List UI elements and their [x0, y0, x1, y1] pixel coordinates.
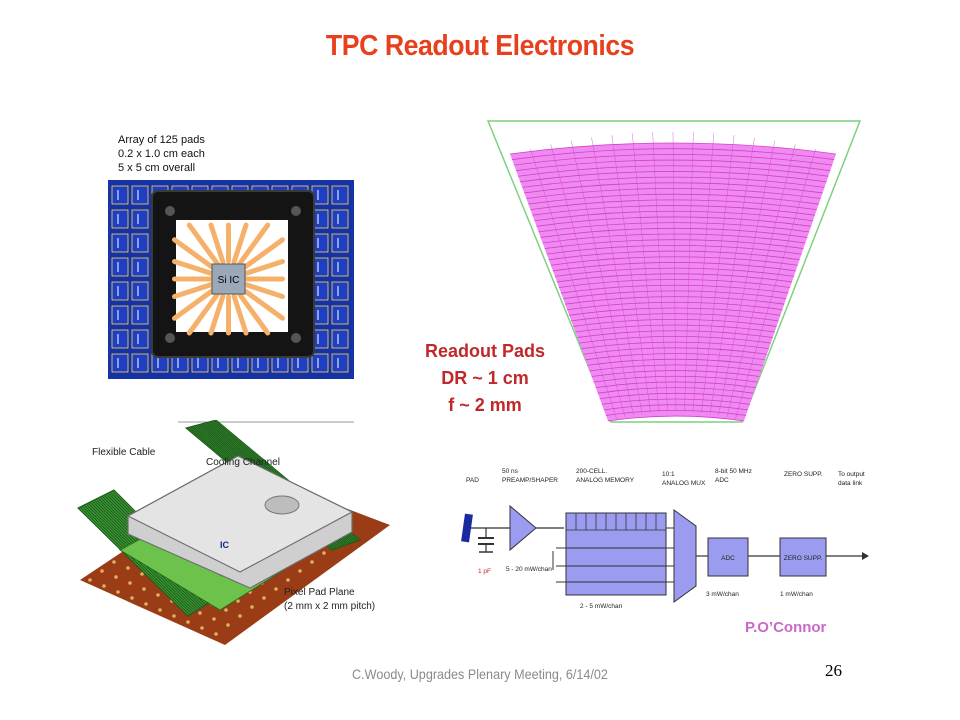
pad-rows-fill — [510, 143, 836, 421]
hdr-preamp-1: 50 ns — [502, 468, 519, 475]
power-preamp: 5 - 20 mW/chan — [506, 566, 552, 573]
hdr-mux-1: 10:1 — [662, 471, 675, 478]
flexible-cable-label: Flexible Cable — [92, 447, 156, 458]
hdr-mux-2: ANALOG MUX — [662, 480, 706, 487]
hdr-zs: ZERO SUPP. — [784, 471, 823, 478]
tpc-pad-sector-figure — [484, 118, 864, 428]
chip-note-line: Array of 125 pads — [118, 134, 205, 146]
hdr-adc-1: 8-bit 50 MHz — [715, 468, 752, 475]
readout-pads-label: Readout Pads DR ~ 1 cm f ~ 2 mm — [395, 338, 575, 419]
pad-plane-label: Pixel Pad Plane — [284, 587, 355, 598]
pad-electrode — [461, 513, 473, 543]
ic-label: IC — [220, 540, 230, 550]
readout-pads-heading: Readout Pads — [424, 341, 546, 361]
slide-number: 26 — [825, 661, 842, 680]
adc-box-label: ADC — [721, 555, 735, 562]
readout-module-figure: Cooling Channel Flexible Cable IC Pixel … — [70, 420, 400, 650]
chip-note-line: 0.2 x 1.0 cm each — [118, 148, 205, 160]
readout-pads-phi: f ~ 2 mm — [448, 395, 522, 415]
power-zs: 1 mW/chan — [780, 591, 813, 598]
hdr-memory-1: 200-CELL. — [576, 468, 607, 475]
slide-title: TPC Readout Electronics — [325, 30, 635, 62]
cooling-channel-label: Cooling Channel — [206, 457, 280, 468]
zero-suppression-block — [779, 537, 827, 577]
credit-label: P.O’Connor — [745, 619, 827, 636]
analog-mux — [673, 509, 697, 603]
si-ic-label: Si IC — [218, 275, 240, 286]
pad-pitch-label: (2 mm x 2 mm pitch) — [284, 601, 375, 612]
hdr-preamp-2: PREAMP/SHAPER — [502, 477, 558, 484]
hdr-pad: PAD — [466, 477, 479, 484]
si-ic-chip — [211, 263, 246, 295]
readout-pads-dr: DR ~ 1 cm — [441, 368, 529, 388]
adc-block — [707, 537, 749, 577]
output-arrow — [862, 552, 869, 560]
power-adc: 3 mW/chan — [706, 591, 739, 598]
pad-row-lines — [509, 131, 837, 422]
preamp-triangle — [509, 504, 537, 552]
chip-note-line: 5 x 5 cm overall — [118, 162, 195, 174]
chip-pad-array-figure: Array of 125 pads 0.2 x 1.0 cm each 5 x … — [108, 128, 358, 380]
hdr-memory-2: ANALOG MEMORY — [576, 477, 635, 484]
cap-label: 1 pF — [478, 568, 491, 575]
zs-box-label: ZERO SUPP. — [784, 555, 823, 562]
hdr-adc-2: ADC — [715, 477, 729, 484]
bond-wires — [172, 222, 285, 336]
hdr-out-2: data link — [838, 480, 863, 487]
footer-text: C.Woody, Upgrades Plenary Meeting, 6/14/… — [352, 666, 608, 682]
hdr-out-1: To output — [838, 471, 865, 478]
readout-chain-diagram: PAD 50 ns PREAMP/SHAPER 200-CELL. ANALOG… — [458, 460, 870, 612]
power-memory: 2 - 5 mW/chan — [580, 603, 623, 610]
